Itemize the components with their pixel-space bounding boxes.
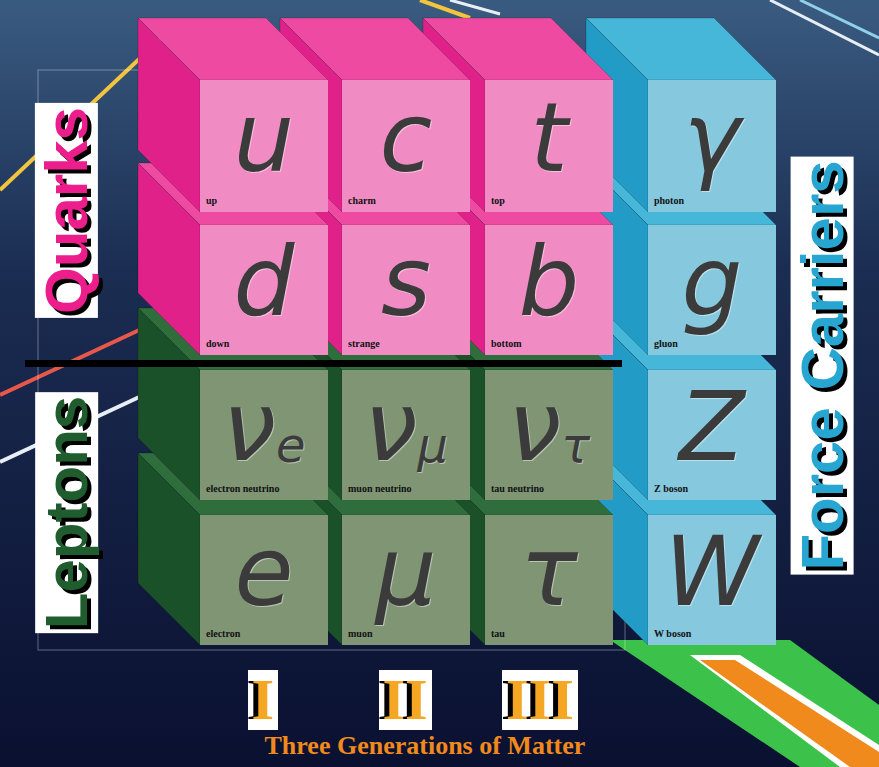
axis-caption: Three Generations of Matter [265,732,586,759]
particle-symbol: c [380,90,433,186]
symbol-area: b [485,225,613,338]
divider-line [25,360,622,367]
generation-number: III [502,670,578,731]
symbol-area: g [648,225,776,338]
particle-name: electron [200,628,328,645]
particle-box: νμmuon neutrino [342,370,470,500]
label-holder: II [379,670,432,731]
label-holder: Force Carriers [791,156,854,574]
symbol-area: W [648,515,776,628]
symbol-area: c [342,80,470,195]
decor-shape [690,655,879,767]
label-holder: I [248,670,279,731]
particle-box: τ tau [485,515,613,645]
label-holder: Three Generations of Matter [265,732,586,759]
particle-box: b bottom [485,225,613,355]
decor-line [800,0,879,38]
particle-name: tau [485,628,613,645]
particle-symbol: μ [375,524,436,620]
symbol-area: u [200,80,328,195]
symbol-subscript: μ [418,421,449,469]
particle-name: Z boson [648,483,776,500]
particle-box: e electron [200,515,328,645]
particle-box: γ photon [648,80,776,212]
particle-name: top [485,195,613,212]
particle-box: W W boson [648,515,776,645]
label-holder: Quarks [34,103,97,318]
symbol-area: μ [342,515,470,628]
particle-name: up [200,195,328,212]
particle-symbol: ν [222,379,276,475]
particle-symbol: ν [508,379,562,475]
label-holder: III [502,670,578,731]
particle-box: c charm [342,80,470,212]
symbol-area: ντ [485,370,613,483]
decor-shape [700,660,879,767]
particle-name: strange [342,338,470,355]
decor-line [450,0,500,14]
symbol-subscript: τ [561,421,590,469]
particle-name: down [200,338,328,355]
particle-symbol: b [519,234,580,330]
particle-name: muon [342,628,470,645]
particle-symbol: s [381,234,431,330]
symbol-area: νμ [342,370,470,483]
symbol-area: νe [200,370,328,483]
particle-symbol: W [665,524,760,620]
generation-number: I [248,670,279,731]
particle-box: g gluon [648,225,776,355]
particle-symbol: t [530,90,568,186]
cube-sides [138,18,776,645]
particle-box: u up [200,80,328,212]
generation-number: II [379,670,432,731]
particle-symbol: γ [684,90,741,186]
particle-symbol: τ [520,524,578,620]
particle-box: νeelectron neutrino [200,370,328,500]
symbol-area: d [200,225,328,338]
particle-symbol: d [234,234,295,330]
symbol-area: s [342,225,470,338]
symbol-area: τ [485,515,613,628]
symbol-area: Z [648,370,776,483]
symbol-subscript: e [276,421,306,469]
group-label: Leptons [35,391,98,632]
particle-name: muon neutrino [342,483,470,500]
label-holder: Leptons [35,391,98,632]
decor-shape [610,640,879,767]
particle-name: photon [648,195,776,212]
particle-box: μ muon [342,515,470,645]
symbol-area: γ [648,80,776,195]
particle-symbol: Z [679,379,745,475]
particle-symbol: g [682,234,743,330]
particle-symbol: ν [364,379,418,475]
particle-name: bottom [485,338,613,355]
particle-name: electron neutrino [200,483,328,500]
group-label: Quarks [34,103,97,318]
particle-name: charm [342,195,470,212]
particle-box: d down [200,225,328,355]
decor-line [770,0,879,55]
particle-name: tau neutrino [485,483,613,500]
group-label: Force Carriers [791,156,854,574]
particle-symbol: u [234,90,295,186]
particle-name: W boson [648,628,776,645]
particle-box: t top [485,80,613,212]
cube-top-face [138,18,328,80]
particle-box: ντtau neutrino [485,370,613,500]
symbol-area: t [485,80,613,195]
particle-name: gluon [648,338,776,355]
symbol-area: e [200,515,328,628]
particle-symbol: e [234,524,293,620]
particle-box: Z Z boson [648,370,776,500]
cube-top-face [586,18,776,80]
particle-box: s strange [342,225,470,355]
